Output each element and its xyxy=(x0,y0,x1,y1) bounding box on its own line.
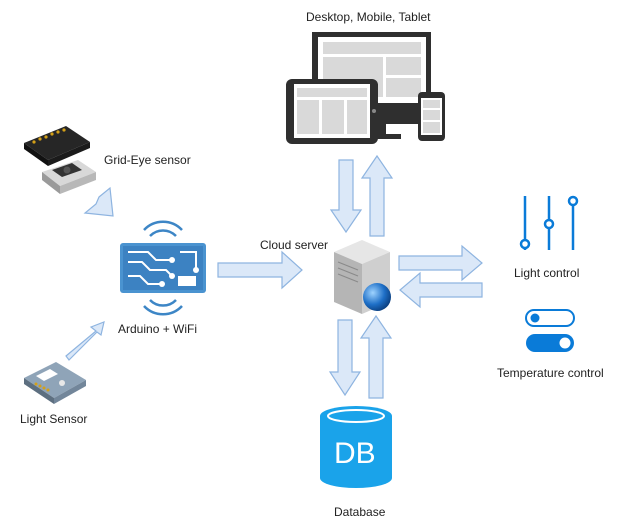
arrow-lightsensor-to-arduino xyxy=(65,321,105,361)
arrow-gridEye-to-arduino xyxy=(83,186,114,217)
database-label: Database xyxy=(334,505,386,519)
grid-eye-label: Grid-Eye sensor xyxy=(104,153,191,167)
arduino-wifi-icon xyxy=(120,220,206,316)
devices-icon xyxy=(286,32,445,144)
grid-eye-sensor-icon xyxy=(24,126,96,194)
sliders-icon xyxy=(519,195,579,250)
toggle-switch-icon xyxy=(525,309,575,352)
arrow-database-to-cloud-up xyxy=(359,314,393,399)
arduino-label: Arduino + WiFi xyxy=(118,322,198,336)
light-sensor-label: Light Sensor xyxy=(20,412,88,426)
temperature-control-label: Temperature control xyxy=(497,366,604,380)
arrow-devices-to-cloud-down xyxy=(329,159,363,234)
db-text: DB xyxy=(334,437,376,470)
cloud-server-icon xyxy=(334,240,391,314)
arrow-controls-to-cloud xyxy=(399,271,483,309)
light-control-label: Light control xyxy=(514,266,580,280)
cloud-server-label: Cloud server xyxy=(260,238,329,252)
arrow-cloud-to-controls xyxy=(398,244,483,282)
devices-label: Desktop, Mobile, Tablet xyxy=(306,10,431,24)
light-sensor-icon xyxy=(24,362,86,404)
arrow-arduino-to-cloud xyxy=(217,250,303,290)
database-icon xyxy=(320,406,392,488)
arrow-cloud-to-database-down xyxy=(328,319,362,397)
arrow-cloud-to-devices-up xyxy=(360,154,394,237)
